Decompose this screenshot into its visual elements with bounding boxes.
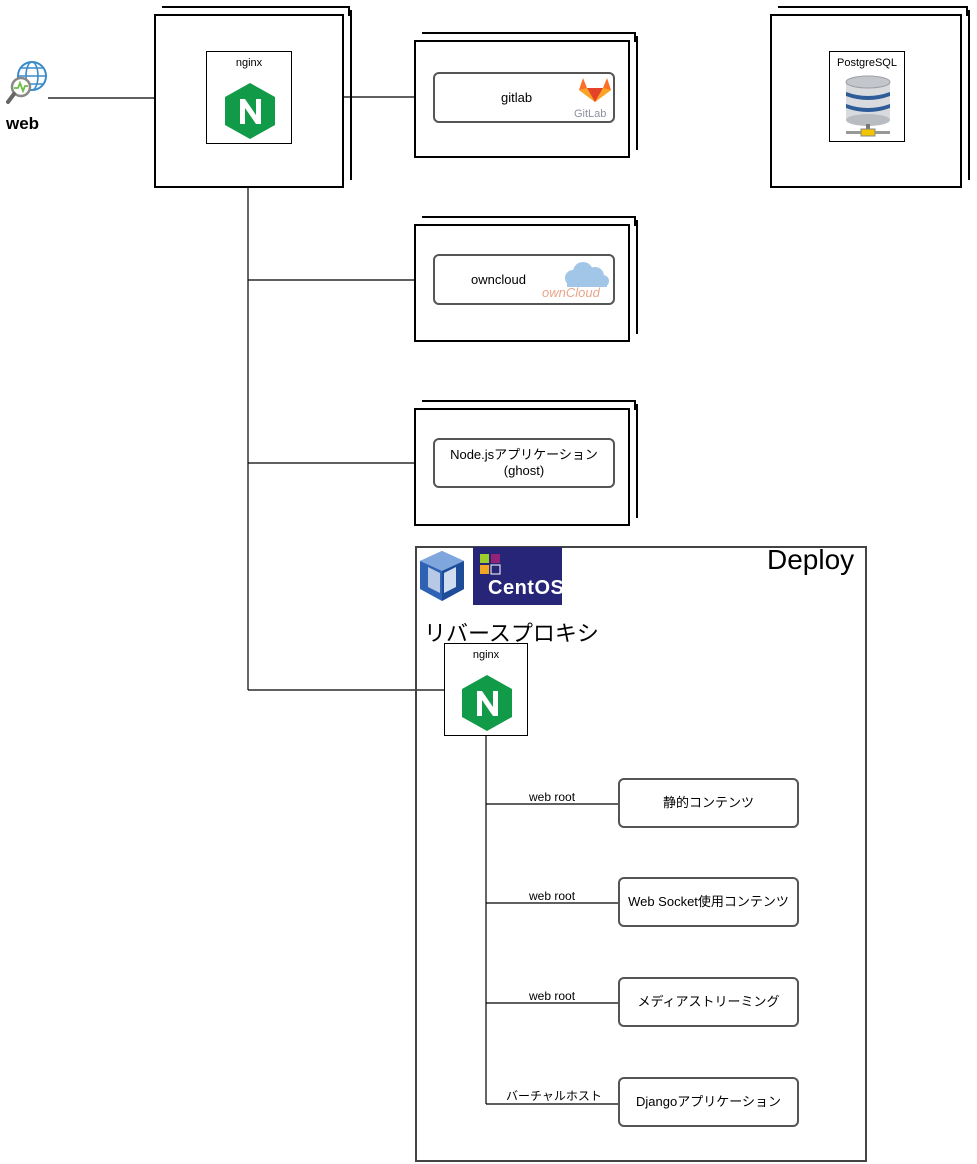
virtualbox-icon bbox=[420, 551, 464, 601]
database-icon bbox=[845, 75, 891, 137]
postgres-frame[interactable]: PostgreSQL bbox=[829, 51, 905, 142]
reverse-proxy-label: リバースプロキシ bbox=[424, 621, 599, 646]
route-3-target-label: メディアストリーミング bbox=[637, 994, 780, 1009]
route-1-target-label: 静的コンテンツ bbox=[662, 795, 754, 810]
owncloud-label: owncloud bbox=[471, 272, 526, 287]
route-1-target[interactable]: 静的コンテンツ bbox=[618, 778, 799, 828]
nginx-front-label: nginx bbox=[235, 57, 263, 69]
nodejs-service[interactable]: Node.jsアプリケーション (ghost) bbox=[433, 438, 615, 488]
nodejs-label-line1: Node.jsアプリケーション bbox=[450, 447, 598, 462]
route-3-edge-label: web root bbox=[529, 989, 576, 1003]
nginx-logo-icon bbox=[462, 675, 512, 731]
route-4-target[interactable]: Djangoアプリケーション bbox=[618, 1077, 799, 1127]
centos-text: CentOS bbox=[488, 577, 565, 599]
route-3-target[interactable]: メディアストリーミング bbox=[618, 977, 799, 1027]
owncloud-service[interactable]: owncloud ownCloud bbox=[433, 254, 615, 305]
web-label: web bbox=[6, 114, 40, 133]
nginx-front-frame[interactable]: nginx bbox=[206, 51, 292, 144]
centos-logo-icon bbox=[480, 554, 501, 575]
postgres-label: PostgreSQL bbox=[837, 57, 897, 69]
route-4-edge-label: バーチャルホスト bbox=[506, 1089, 602, 1103]
gitlab-label: gitlab bbox=[501, 90, 533, 105]
gitlab-logo-text: GitLab bbox=[574, 108, 607, 120]
route-2-edge-label: web root bbox=[529, 889, 576, 903]
deploy-title: Deploy bbox=[767, 544, 855, 575]
gitlab-service[interactable]: gitlab GitLab bbox=[433, 72, 615, 123]
web-globe-icon bbox=[4, 58, 52, 106]
nginx-logo-icon bbox=[225, 83, 275, 139]
route-2-target-label: Web Socket使用コンテンツ bbox=[628, 894, 789, 909]
route-4-target-label: Djangoアプリケーション bbox=[636, 1094, 781, 1109]
nginx-deploy-label: nginx bbox=[472, 649, 500, 661]
nginx-deploy-frame[interactable]: nginx bbox=[444, 643, 528, 736]
nodejs-label-line2: (ghost) bbox=[503, 463, 545, 478]
owncloud-logo-text: ownCloud bbox=[542, 285, 600, 300]
centos-badge: CentOS bbox=[473, 547, 565, 605]
route-2-target[interactable]: Web Socket使用コンテンツ bbox=[618, 877, 799, 927]
route-1-edge-label: web root bbox=[529, 790, 576, 804]
owncloud-logo-icon bbox=[565, 262, 609, 287]
deploy-container[interactable] bbox=[415, 546, 867, 1162]
gitlab-logo-icon bbox=[579, 78, 611, 102]
